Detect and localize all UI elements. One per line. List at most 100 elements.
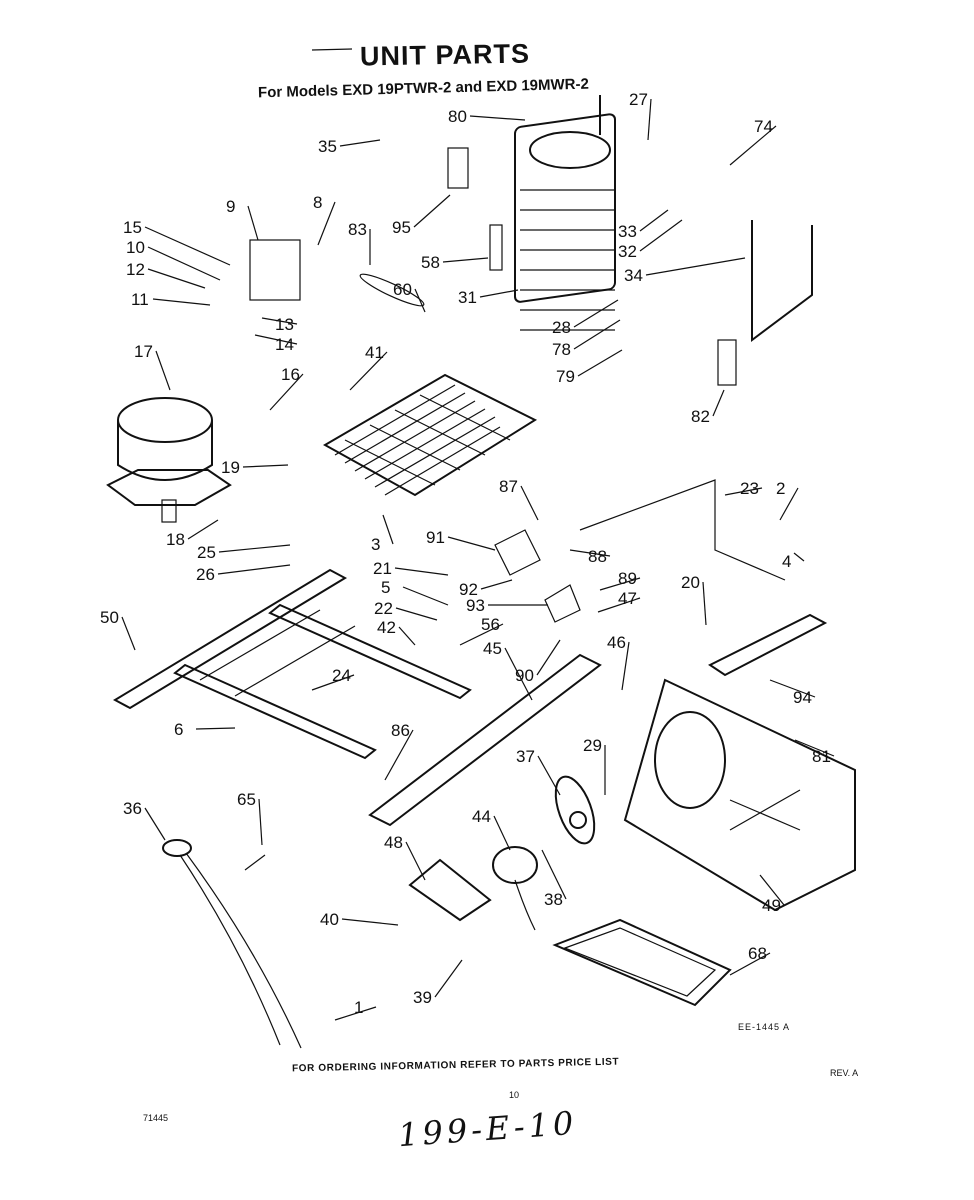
callout-47: 47 xyxy=(618,589,637,608)
callout-leader-10 xyxy=(147,246,221,281)
callout-22: 22 xyxy=(374,599,393,618)
callout-58: 58 xyxy=(421,253,440,272)
callout-56: 56 xyxy=(481,615,500,634)
callout-leader-91 xyxy=(447,536,496,551)
title-rule xyxy=(311,48,353,51)
compressor xyxy=(106,397,232,523)
callout-leader-94 xyxy=(769,679,816,698)
callout-12: 12 xyxy=(126,260,145,279)
callout-leader-81 xyxy=(794,739,835,757)
callout-92: 92 xyxy=(459,580,478,599)
callout-leader-24 xyxy=(311,674,355,691)
callout-40: 40 xyxy=(320,910,339,929)
callout-leader-9 xyxy=(247,205,259,241)
callout-leader-87 xyxy=(520,485,539,521)
callout-49: 49 xyxy=(762,896,781,915)
callout-leader-5 xyxy=(402,586,449,606)
callout-leader-22 xyxy=(395,607,438,621)
callout-leader-60 xyxy=(414,288,426,313)
callout-leader-68 xyxy=(729,952,771,976)
callout-leader-79 xyxy=(577,349,623,377)
callout-leader-25 xyxy=(218,544,291,553)
callout-50: 50 xyxy=(100,608,119,627)
callout-leader-3 xyxy=(382,514,394,545)
condenser-coil xyxy=(322,373,538,497)
callout-leader-11 xyxy=(152,298,211,306)
callout-8: 8 xyxy=(313,193,322,212)
bracket-93 xyxy=(544,584,581,623)
callout-29: 29 xyxy=(583,736,602,755)
callout-leader-38 xyxy=(541,849,567,900)
callout-5: 5 xyxy=(381,578,390,597)
callout-23: 23 xyxy=(740,479,759,498)
callout-33: 33 xyxy=(618,222,637,241)
callout-leader-80 xyxy=(469,115,526,121)
callout-26: 26 xyxy=(196,565,215,584)
callout-leader-34 xyxy=(645,257,746,276)
callout-2: 2 xyxy=(776,479,785,498)
callout-leader-32 xyxy=(639,219,683,252)
callout-78: 78 xyxy=(552,340,571,359)
callout-21: 21 xyxy=(373,559,392,578)
corner-code: 71445 xyxy=(143,1113,169,1123)
callout-leader-8 xyxy=(317,201,336,246)
callout-60: 60 xyxy=(393,280,412,299)
callout-10: 10 xyxy=(126,238,145,257)
drawing-number: EE-1445 A xyxy=(738,1022,791,1032)
callout-leader-82 xyxy=(712,389,725,417)
callout-65: 65 xyxy=(237,790,256,809)
callout-leader-33 xyxy=(639,209,669,232)
callout-leader-37 xyxy=(537,755,561,796)
callout-41: 41 xyxy=(365,343,384,362)
base-frame xyxy=(112,568,472,760)
callout-24: 24 xyxy=(332,666,351,685)
callout-leader-36 xyxy=(144,807,166,841)
callout-leader-18 xyxy=(187,519,219,540)
fan-shroud xyxy=(623,678,856,912)
callout-leader-35 xyxy=(339,139,381,147)
callout-3: 3 xyxy=(371,535,380,554)
callout-leader-6 xyxy=(195,727,236,730)
callout-leader-20 xyxy=(702,581,707,626)
callout-leader-13 xyxy=(261,317,298,325)
callout-leader-42 xyxy=(398,626,416,646)
callout-17: 17 xyxy=(134,342,153,361)
callout-leader-65 xyxy=(258,798,263,846)
callout-leader-16 xyxy=(269,373,304,411)
callout-48: 48 xyxy=(384,833,403,852)
callout-leader-56 xyxy=(459,623,504,646)
callout-leader-58 xyxy=(442,257,489,263)
callout-leader-12 xyxy=(147,268,206,289)
callout-28: 28 xyxy=(552,318,571,337)
evaporator-coil xyxy=(514,95,616,331)
fan-blade xyxy=(554,775,596,845)
callout-leader-15 xyxy=(144,226,231,266)
insulation-strip xyxy=(489,224,503,271)
callout-87: 87 xyxy=(499,477,518,496)
drier xyxy=(359,273,425,307)
callout-11: 11 xyxy=(131,290,149,309)
callout-leader-26 xyxy=(217,564,291,575)
callout-88: 88 xyxy=(588,547,607,566)
motor-bracket xyxy=(408,858,492,922)
callout-leader-78 xyxy=(573,319,621,350)
callout-leader-23 xyxy=(724,487,763,496)
callout-leader-88 xyxy=(569,549,611,557)
callout-15: 15 xyxy=(123,218,142,237)
page-number: 10 xyxy=(509,1090,520,1100)
callout-leader-4 xyxy=(793,552,805,562)
callout-31: 31 xyxy=(458,288,477,307)
capillary-tube xyxy=(579,479,786,581)
callout-14: 14 xyxy=(275,335,294,354)
relay-housing xyxy=(249,239,301,301)
callout-95: 95 xyxy=(392,218,411,237)
callout-42: 42 xyxy=(377,618,396,637)
callout-20: 20 xyxy=(681,573,700,592)
callout-leader-2 xyxy=(779,487,799,521)
callout-leader-45 xyxy=(504,647,533,701)
callout-44: 44 xyxy=(472,807,491,826)
callout-74: 74 xyxy=(754,117,773,136)
callout-81: 81 xyxy=(812,747,831,766)
